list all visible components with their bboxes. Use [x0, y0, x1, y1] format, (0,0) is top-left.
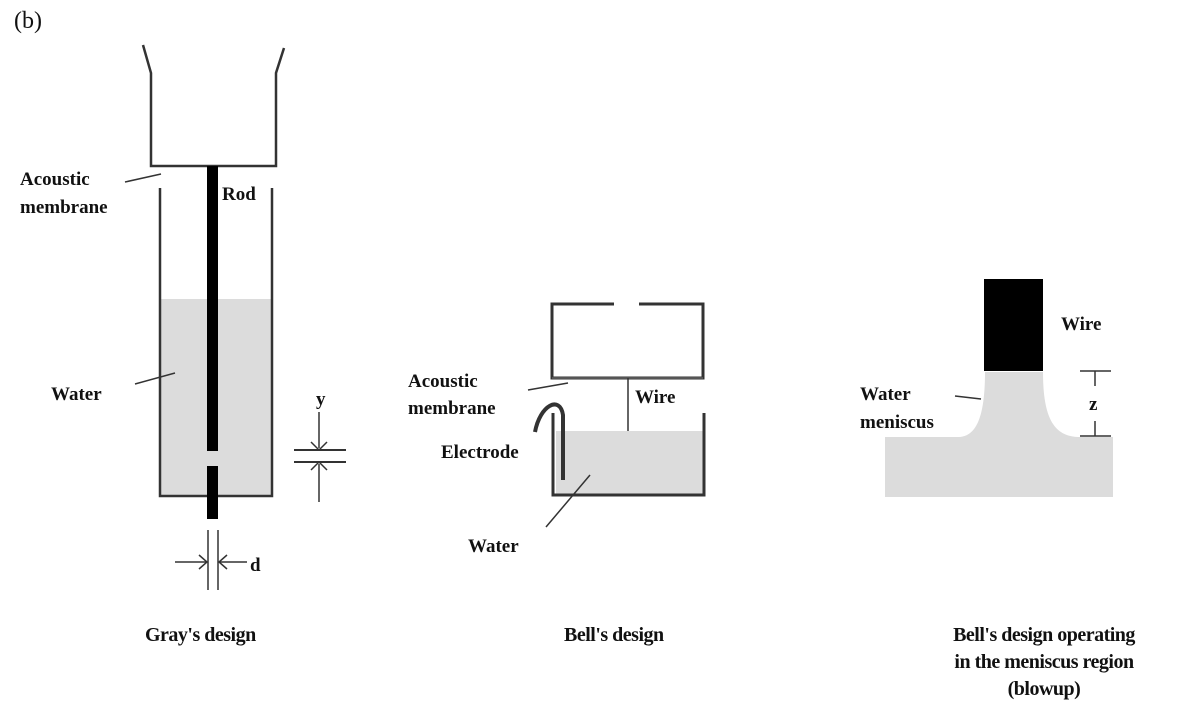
bell-sound-box — [550, 302, 705, 380]
gray-water-leader — [134, 372, 176, 385]
height-dimension-z — [1080, 370, 1111, 437]
bell-label-membrane: membrane — [408, 398, 496, 419]
gray-label-water: Water — [51, 384, 102, 405]
meniscus-blowup: Wire Water meniscus z Bell's design oper… — [860, 279, 1136, 700]
meniscus-label-meniscus: meniscus — [860, 412, 934, 433]
meniscus-caption-line-1: Bell's design operating — [953, 624, 1135, 646]
bell-electrode — [533, 402, 565, 480]
gray-label-membrane: membrane — [20, 197, 108, 218]
gray-design: Acoustic membrane Rod Water y d Gray's d… — [20, 44, 346, 646]
gap-dimension-y — [294, 412, 346, 502]
gray-rod-lower — [207, 466, 218, 519]
panel-label: (b) — [14, 8, 42, 34]
gray-membrane-leader — [124, 173, 162, 183]
bell-label-wire: Wire — [635, 387, 675, 408]
gray-rod-upper — [207, 166, 218, 451]
bell-design: Acoustic membrane Wire Electrode Water B… — [408, 302, 706, 646]
meniscus-leader — [954, 395, 982, 400]
gray-label-acoustic: Acoustic — [20, 169, 90, 190]
bell-caption: Bell's design — [564, 624, 664, 646]
meniscus-caption-line-2: in the meniscus region — [954, 651, 1134, 673]
bell-label-electrode: Electrode — [441, 442, 519, 463]
gray-caption: Gray's design — [145, 624, 256, 646]
gray-label-y: y — [316, 389, 326, 410]
meniscus-water — [885, 372, 1113, 497]
diameter-dimension-d — [175, 530, 247, 590]
meniscus-caption-line-3: (blowup) — [1008, 678, 1081, 700]
bell-water-container — [551, 413, 706, 497]
gray-label-rod: Rod — [222, 184, 256, 205]
meniscus-wire — [984, 279, 1043, 371]
bell-label-acoustic: Acoustic — [408, 371, 478, 392]
bell-label-water: Water — [468, 536, 519, 557]
meniscus-label-wire: Wire — [1061, 314, 1101, 335]
gray-sound-cup — [141, 44, 286, 168]
bell-water-leader — [545, 474, 591, 528]
bell-membrane-leader — [527, 382, 569, 391]
gray-label-d: d — [250, 555, 261, 576]
bell-water-fill — [556, 431, 703, 494]
meniscus-label-water: Water — [860, 384, 911, 405]
meniscus-label-z: z — [1089, 394, 1098, 415]
